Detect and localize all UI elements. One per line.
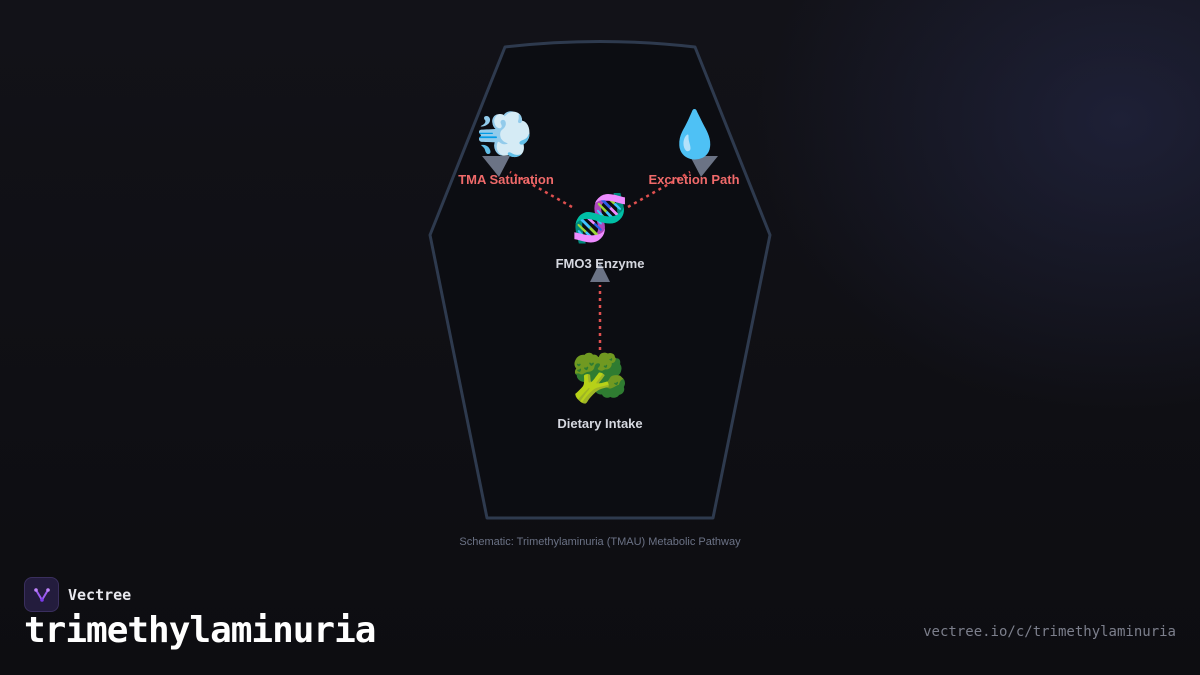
arrowhead-excretion [690, 156, 718, 177]
broccoli-icon: 🥦 [571, 351, 629, 405]
dietary-intake-label: Dietary Intake [557, 416, 643, 431]
page-title: trimethylaminuria [24, 610, 376, 651]
page-url-link[interactable]: vectree.io/c/trimethylaminuria [923, 624, 1176, 640]
brand[interactable]: Vectree [24, 577, 131, 612]
connector-fmo3-tma [509, 170, 573, 209]
tma-saturation-label: TMA Saturation [458, 172, 554, 187]
excretion-path-label: Excretion Path [648, 172, 740, 187]
vectree-logo-icon [24, 577, 59, 612]
fmo3-enzyme-label: FMO3 Enzyme [555, 256, 645, 271]
arrowhead-tma [482, 156, 510, 177]
droplet-icon: 💧 [666, 107, 724, 161]
brand-name: Vectree [68, 585, 132, 604]
diagram-caption: Schematic: Trimethylaminuria (TMAU) Meta… [459, 536, 741, 548]
connector-fmo3-excretion [627, 170, 691, 209]
arrowhead-fmo3 [590, 262, 610, 282]
dash-cloud-icon: 💨 [476, 107, 534, 161]
dna-icon: 🧬 [571, 191, 629, 245]
